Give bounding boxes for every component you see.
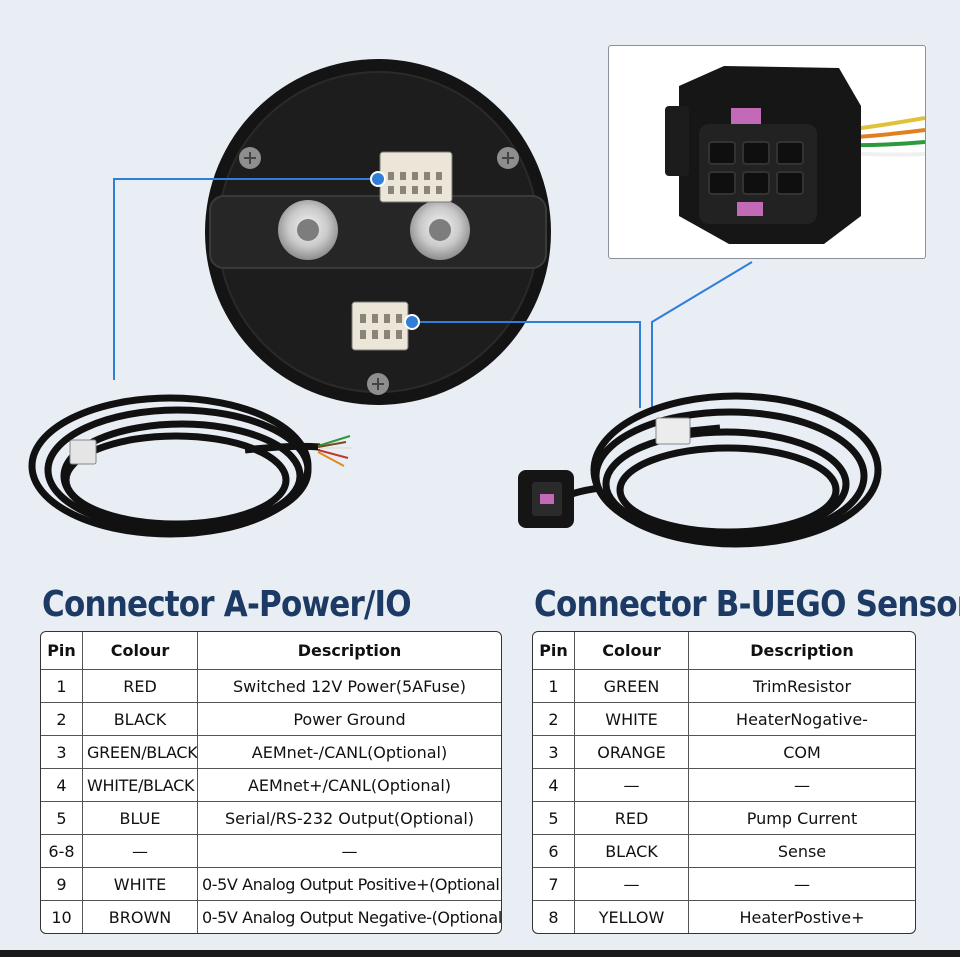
colour-header: Colour — [575, 632, 689, 670]
pin-cell: 1 — [533, 670, 575, 703]
pin-cell: 4 — [41, 769, 83, 802]
table-row: 3 ORANGE COM — [533, 736, 915, 769]
harness-a-image — [28, 394, 352, 538]
pin-cell: 8 — [533, 901, 575, 933]
pin-cell: 5 — [41, 802, 83, 835]
pin-cell: 2 — [533, 703, 575, 736]
colour-cell: GREEN/BLACK — [83, 736, 198, 769]
colour-cell: RED — [575, 802, 689, 835]
colour-cell: YELLOW — [575, 901, 689, 933]
table-row: 6 BLACK Sense — [533, 835, 915, 868]
connector-b-table: Pin Colour Description 1 GREEN TrimResis… — [532, 631, 916, 934]
pin-cell: 10 — [41, 901, 83, 933]
connector-a-table: Pin Colour Description 1 RED Switched 12… — [40, 631, 502, 934]
sensor-plug-inset — [608, 45, 926, 259]
table-row: 5 RED Pump Current — [533, 802, 915, 835]
sensor-plug-image — [665, 66, 925, 244]
description-cell: Power Ground — [198, 703, 501, 736]
description-cell: TrimResistor — [689, 670, 915, 703]
table-row: 8 YELLOW HeaterPostive+ — [533, 901, 915, 933]
table-row: 1 RED Switched 12V Power(5AFuse) — [41, 670, 501, 703]
pin-cell: 6 — [533, 835, 575, 868]
description-cell: 0-5V Analog Output Positive+(Optional) — [198, 868, 501, 901]
description-cell: Switched 12V Power(5AFuse) — [198, 670, 501, 703]
product-photo — [28, 59, 882, 548]
pin-cell: 6-8 — [41, 835, 83, 868]
colour-cell: WHITE — [83, 868, 198, 901]
colour-cell: BLUE — [83, 802, 198, 835]
harness-b-image — [518, 392, 882, 548]
table-row: 2 BLACK Power Ground — [41, 703, 501, 736]
description-cell: Serial/RS-232 Output(Optional) — [198, 802, 501, 835]
description-cell: HeaterNogative- — [689, 703, 915, 736]
colour-cell: — — [575, 769, 689, 802]
colour-cell: GREEN — [575, 670, 689, 703]
table-row: 7 — — — [533, 868, 915, 901]
colour-cell: BLACK — [575, 835, 689, 868]
pin-cell: 3 — [533, 736, 575, 769]
table-header-row: Pin Colour Description — [41, 632, 501, 670]
table-row: 4 — — — [533, 769, 915, 802]
pin-cell: 9 — [41, 868, 83, 901]
description-cell: Sense — [689, 835, 915, 868]
pin-cell: 5 — [533, 802, 575, 835]
description-cell: 0-5V Analog Output Negative-(Optional) — [202, 907, 501, 927]
table-row: 4 WHITE/BLACK AEMnet+/CANL(Optional) — [41, 769, 501, 802]
callout-dot-icon — [404, 314, 420, 330]
description-cell: — — [689, 769, 915, 802]
table-row: 1 GREEN TrimResistor — [533, 670, 915, 703]
table-row: 5 BLUE Serial/RS-232 Output(Optional) — [41, 802, 501, 835]
colour-cell: RED — [83, 670, 198, 703]
description-cell: AEMnet-/CANL(Optional) — [198, 736, 501, 769]
colour-cell: WHITE/BLACK — [83, 769, 198, 802]
description-header: Description — [198, 632, 501, 670]
bottom-bar — [0, 950, 960, 957]
gauge-back-image — [205, 59, 551, 405]
table-row: 2 WHITE HeaterNogative- — [533, 703, 915, 736]
description-header: Description — [689, 632, 915, 670]
pin-cell: 2 — [41, 703, 83, 736]
pin-cell: 7 — [533, 868, 575, 901]
pin-cell: 4 — [533, 769, 575, 802]
colour-cell: — — [83, 835, 198, 868]
pin-header: Pin — [533, 632, 575, 670]
colour-header: Colour — [83, 632, 198, 670]
callout-dot-icon — [370, 171, 386, 187]
description-cell: — — [198, 835, 501, 868]
colour-cell: — — [575, 868, 689, 901]
callout-lines — [113, 178, 753, 408]
table-row: 9 WHITE 0-5V Analog Output Positive+(Opt… — [41, 868, 501, 901]
description-cell: Pump Current — [689, 802, 915, 835]
table-row: 3 GREEN/BLACK AEMnet-/CANL(Optional) — [41, 736, 501, 769]
colour-cell: ORANGE — [575, 736, 689, 769]
connector-b-heading: Connector B-UEGO Sensor — [534, 584, 960, 626]
colour-cell: BLACK — [83, 703, 198, 736]
pin-cell: 3 — [41, 736, 83, 769]
pin-cell: 1 — [41, 670, 83, 703]
description-cell: COM — [689, 736, 915, 769]
colour-cell: WHITE — [575, 703, 689, 736]
description-cell: HeaterPostive+ — [739, 907, 865, 927]
table-row: 10 BROWN 0-5V Analog Output Negative-(Op… — [41, 901, 501, 933]
table-header-row: Pin Colour Description — [533, 632, 915, 670]
description-cell: — — [689, 868, 915, 901]
description-cell: AEMnet+/CANL(Optional) — [198, 769, 501, 802]
table-row: 6-8 — — — [41, 835, 501, 868]
connector-a-heading: Connector A-Power/IO — [42, 584, 412, 626]
pin-header: Pin — [41, 632, 83, 670]
colour-cell: BROWN — [83, 901, 198, 933]
